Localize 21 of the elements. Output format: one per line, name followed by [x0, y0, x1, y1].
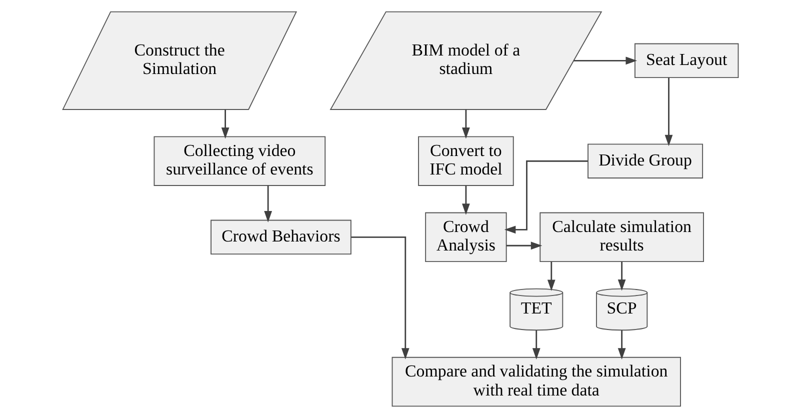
node-box: Compare and validating the simulation with real time data: [392, 356, 681, 407]
node-box: Seat Layout: [634, 43, 739, 78]
arrow: [547, 262, 556, 291]
arrow: [462, 186, 470, 215]
arrow: [264, 186, 272, 222]
arrow: [221, 110, 230, 139]
node-box: Collecting video surveillance of events: [154, 136, 326, 186]
arrow: [574, 56, 638, 65]
arrow: [462, 110, 470, 139]
arrow: [618, 262, 626, 291]
node-box: Convert to IFC model: [418, 136, 514, 186]
node-box: Crowd Behaviors: [210, 220, 352, 255]
arrow: [351, 236, 410, 360]
node-box: Crowd Analysis: [425, 212, 507, 262]
arrow: [664, 78, 673, 146]
arrow: [618, 330, 626, 360]
arrow: [532, 330, 540, 360]
arrow: [504, 160, 588, 234]
node-box: Divide Group: [588, 144, 704, 178]
node-box: Calculate simulation results: [540, 212, 704, 262]
arrow: [506, 242, 542, 250]
